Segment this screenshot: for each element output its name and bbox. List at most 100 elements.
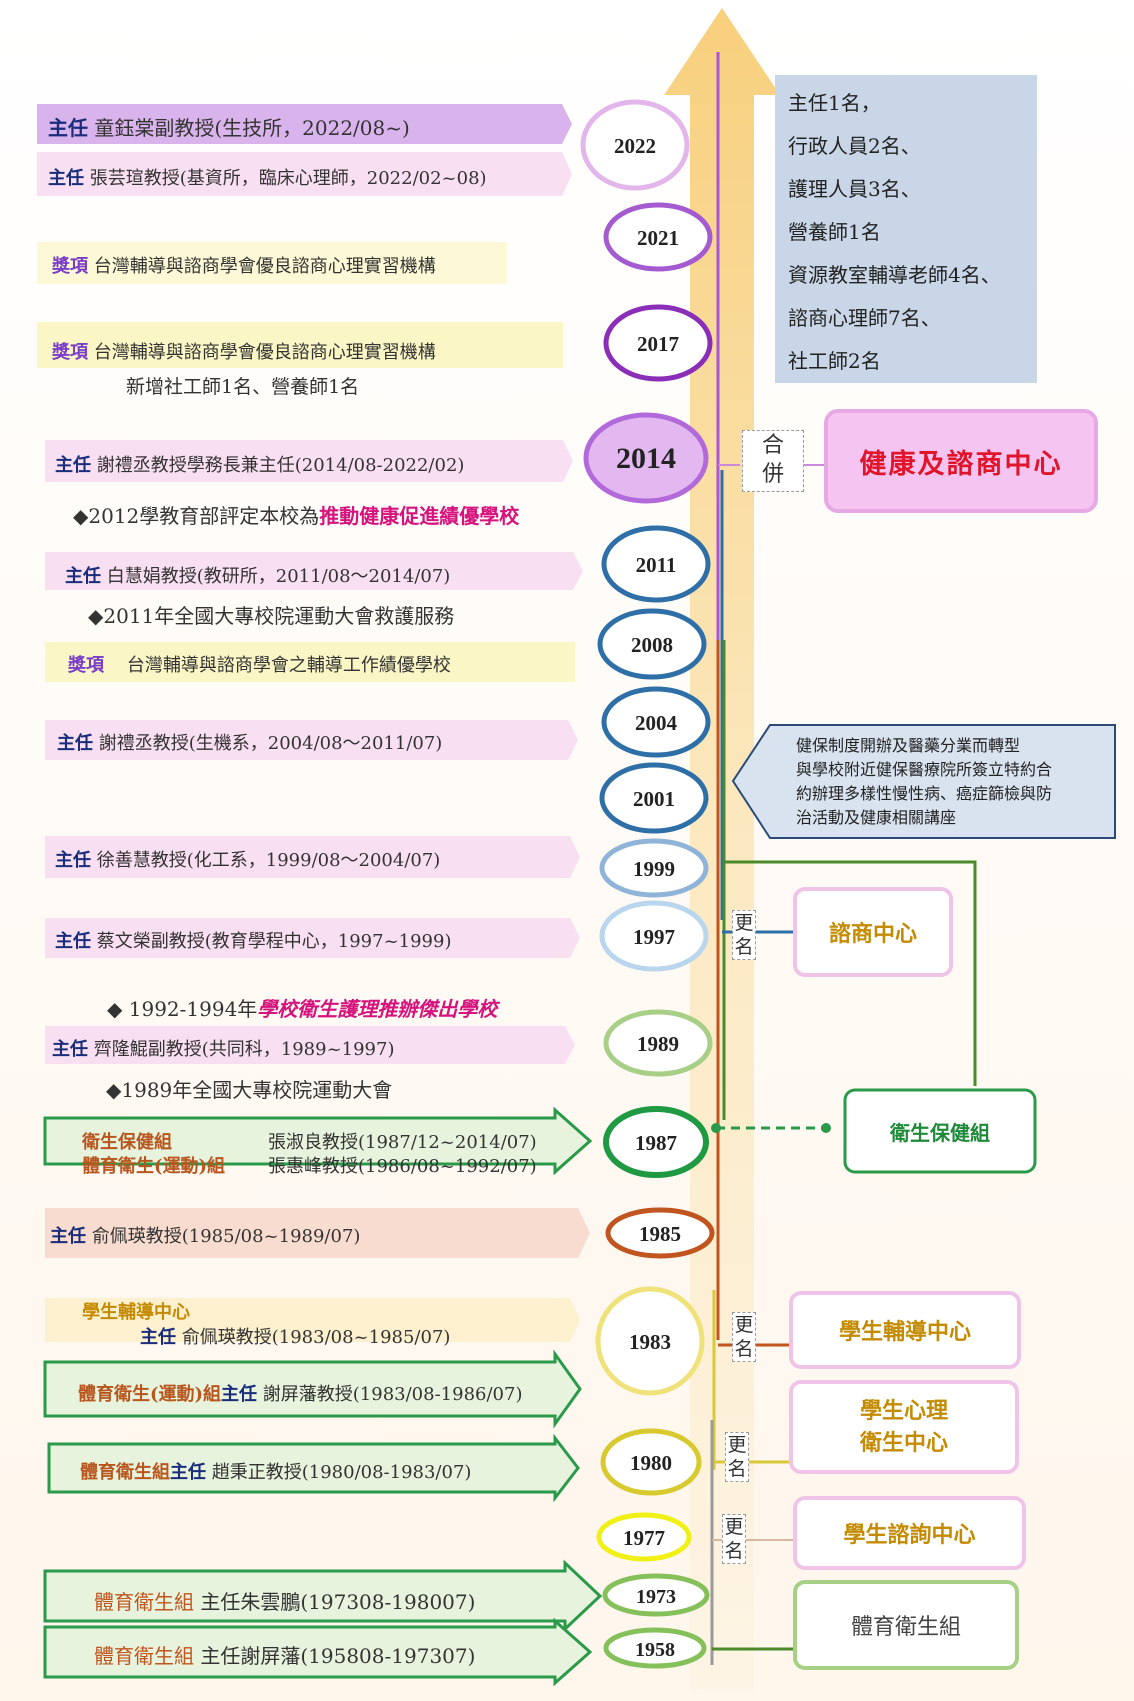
center-name: 健康及諮商中心 — [859, 448, 1063, 480]
unit-label: 衛生保健組 — [82, 1132, 172, 1153]
row-text: 白慧娟教授(教研所，2011/08～2014/07) — [106, 566, 451, 587]
rename-char: 名 — [724, 1540, 744, 1562]
tag-r1985 — [45, 1208, 590, 1258]
tag-r1980 — [47, 1433, 580, 1503]
year-label-2022: 2022 — [614, 134, 656, 158]
unit-label: 體育衛生(運動)組 — [78, 1384, 222, 1405]
year-label-2014: 2014 — [616, 442, 676, 475]
year-circle-2004 — [601, 686, 711, 758]
note-1989: ◆1989年全國大專校院運動大會 — [106, 1078, 393, 1102]
note-line: 治活動及健康相關講座 — [796, 808, 957, 827]
rename-label: 更名 — [732, 1312, 756, 1362]
row-2008: 獎項 台灣輔導與諮商學會之輔導工作績優學校 — [68, 651, 451, 677]
row-2011: 主任 白慧娟教授(教研所，2011/08～2014/07) — [65, 562, 450, 588]
rename-label: 更名 — [732, 910, 756, 960]
merge-label: 合 併 — [742, 430, 804, 492]
note-1992: ◆ 1992-1994年學校衛生護理推辦傑出學校 — [107, 993, 497, 1022]
year-label-2011: 2011 — [636, 553, 677, 577]
row-text: 蔡文榮副教授(教育學程中心，1997~1999) — [96, 931, 452, 952]
tag-r1987 — [43, 1106, 593, 1176]
year-label-1983: 1983 — [629, 1330, 671, 1354]
row-text: 趙秉正教授(1980/08-1983/07) — [211, 1462, 472, 1483]
row-text: 台灣輔導與諮商學會優良諮商心理實習機構 — [93, 256, 436, 277]
row-text: 徐善慧教授(化工系，1999/08～2004/07) — [96, 850, 441, 871]
row-1987-unit1: 衛生保健組 — [82, 1128, 172, 1154]
mental-center-label: 學生心理 衛生中心 — [791, 1382, 1017, 1472]
staff-item: 行政人員2名、 — [788, 134, 921, 158]
row-text: 主任謝屏藩(195808-197307) — [200, 1644, 476, 1668]
row-text: 童鈺棠副教授(生技所，2022/08~) — [94, 116, 410, 140]
year-label-2001: 2001 — [633, 787, 675, 811]
year-label-1989: 1989 — [637, 1032, 679, 1056]
mental-box — [789, 1380, 1019, 1474]
year-label-1999: 1999 — [633, 857, 675, 881]
rename-char: 更 — [734, 1314, 754, 1336]
year-circle-2001 — [599, 762, 709, 834]
tag-r2008 — [45, 642, 575, 682]
rename-char: 更 — [734, 912, 754, 934]
row-2021: 獎項 台灣輔導與諮商學會優良諮商心理實習機構 — [52, 252, 436, 278]
mental-line2: 衛生中心 — [859, 1430, 948, 1456]
year-circle-1989 — [603, 1009, 713, 1077]
staff-list: 主任1名， 行政人員2名、 護理人員3名、 營養師1名 資源教室輔導老師4名、 … — [788, 82, 1001, 383]
row-1958: 體育衛生組 主任謝屏藩(195808-197307) — [94, 1640, 475, 1669]
note-highlight: 推動健康促進績優學校 — [319, 504, 520, 528]
rename-char: 更 — [724, 1516, 744, 1538]
merge-char: 合 — [761, 433, 784, 458]
guidance-center-label: 學生輔導中心 — [838, 1319, 971, 1345]
row-1987-person1: 張淑良教授(1987/12~2014/07) — [268, 1132, 537, 1153]
row-text: 主任朱雲鵬(197308-198007) — [200, 1590, 476, 1614]
unit-label: 學生輔導中心 — [82, 1302, 190, 1323]
row-text: 謝屏藩教授(1983/08-1986/07) — [262, 1384, 523, 1405]
year-circle-1987 — [603, 1106, 709, 1178]
row-text: 謝禮丞教授學務長兼主任(2014/08-2022/02) — [96, 455, 465, 476]
row-2017: 獎項 台灣輔導與諮商學會優良諮商心理實習機構 — [52, 338, 436, 364]
award-label: 獎項 — [52, 342, 88, 363]
unit-label: 體育衛生組 — [80, 1462, 170, 1483]
staff-item: 主任1名， — [788, 91, 881, 115]
counseling-center-label: 諮商中心 — [828, 921, 917, 947]
row-1983b: 體育衛生(運動)組主任 謝屏藩教授(1983/08-1986/07) — [78, 1380, 522, 1406]
award-label: 獎項 — [68, 655, 104, 676]
counseling-box — [793, 887, 953, 977]
rename-char: 名 — [727, 1458, 747, 1480]
row-1983a-unit: 學生輔導中心 — [82, 1298, 190, 1324]
unit-label: 體育衛生(運動)組 — [82, 1156, 226, 1177]
health-box — [843, 1088, 1037, 1174]
note-line: 與學校附近健保醫療院所簽立特約合 — [796, 760, 1053, 779]
connector-dot-right — [821, 1123, 831, 1133]
row-1987-unit2: 體育衛生(運動)組 — [82, 1152, 225, 1178]
year-circle-1980 — [600, 1428, 702, 1496]
tag-r1983a — [45, 1298, 580, 1342]
role-label: 主任 — [55, 931, 91, 952]
note-prefix: ◆ 1992-1994年 — [107, 997, 258, 1021]
tag-r2022-2 — [37, 152, 572, 196]
connector-dot-left — [711, 1123, 721, 1133]
year-circle-2021 — [603, 202, 713, 272]
award-label: 獎項 — [52, 256, 88, 277]
note-2012: ◆2012學教育部評定本校為推動健康促進績優學校 — [73, 500, 519, 529]
role-label: 主任 — [57, 733, 93, 754]
rename-char: 名 — [734, 936, 754, 958]
year-label-1987: 1987 — [635, 1131, 677, 1155]
year-label-2017: 2017 — [637, 332, 679, 356]
row-1980: 體育衛生組主任 趙秉正教授(1980/08-1983/07) — [80, 1458, 471, 1484]
note-line: 健保制度開辦及醫藥分業而轉型 — [796, 736, 1021, 755]
pe-unit-label: 體育衛生組 — [850, 1615, 961, 1640]
year-label-1973: 1973 — [636, 1586, 676, 1608]
tag-r1983b — [43, 1349, 582, 1429]
row-text: 台灣輔導與諮商學會之輔導工作績優學校 — [126, 655, 451, 676]
row-2014: 主任 謝禮丞教授學務長兼主任(2014/08-2022/02) — [55, 451, 464, 477]
year-label-1980: 1980 — [630, 1451, 672, 1475]
tag-r2021 — [37, 242, 507, 284]
year-label-2021: 2021 — [637, 226, 679, 250]
role-label: 主任 — [48, 168, 84, 189]
year-circle-1958 — [603, 1627, 707, 1669]
consult-box — [793, 1496, 1026, 1570]
rename-char: 名 — [734, 1338, 754, 1360]
tag-r2017 — [37, 322, 563, 368]
staff-box — [775, 75, 1037, 383]
